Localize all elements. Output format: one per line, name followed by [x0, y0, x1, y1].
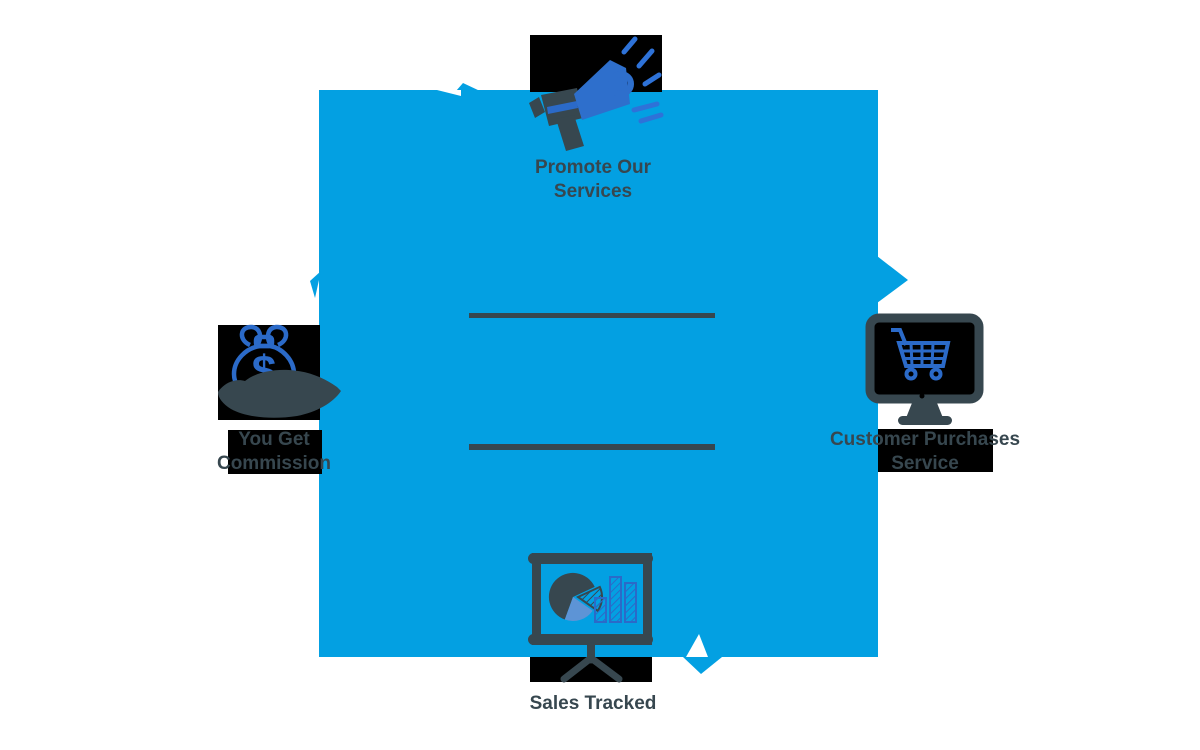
hand — [218, 369, 341, 418]
board-bottom-bar — [528, 634, 653, 645]
caption-panel-left — [228, 430, 322, 474]
computer-shopping-cart-icon — [865, 313, 984, 425]
sales-chart-board-icon — [528, 553, 653, 683]
money-bag-in-hand-icon: $ — [218, 324, 341, 420]
caption-panel-right — [878, 429, 993, 472]
caption-line: Customer Purchases — [829, 429, 1021, 450]
caption-line: Promote Our — [534, 157, 652, 178]
shopping-cart — [891, 328, 951, 381]
arrow-tip-top-icon — [456, 83, 480, 91]
caption-you-get-commission: You Get Commission — [174, 428, 374, 476]
caption-line: Sales Tracked — [529, 693, 657, 714]
caption-customer-purchases: Customer Purchases Service — [825, 428, 1025, 476]
center-divider-top — [469, 313, 715, 318]
monitor-neck — [906, 403, 943, 418]
tripod-legs — [560, 642, 623, 683]
caption-line: Commission — [216, 453, 332, 474]
caption-line: You Get — [238, 429, 310, 450]
sound-waves — [621, 36, 664, 124]
megaphone-icon — [529, 35, 664, 151]
bar-chart — [594, 576, 637, 623]
caption-promote-services: Promote Our Services — [493, 156, 693, 204]
caption-line: Services — [553, 181, 633, 202]
arrow-tip-bottom-icon — [683, 657, 722, 674]
arrow-tip-left-icon — [310, 271, 321, 298]
arrow-tip-right-icon — [877, 256, 908, 303]
caption-sales-tracked: Sales Tracked — [493, 692, 693, 716]
center-divider-bottom — [469, 444, 715, 450]
caption-line: Service — [891, 453, 959, 474]
board-top-bar — [528, 553, 653, 564]
monitor-base — [898, 416, 952, 425]
arrow-notch-bottom — [686, 634, 708, 657]
arrow-notch-top — [437, 90, 461, 96]
